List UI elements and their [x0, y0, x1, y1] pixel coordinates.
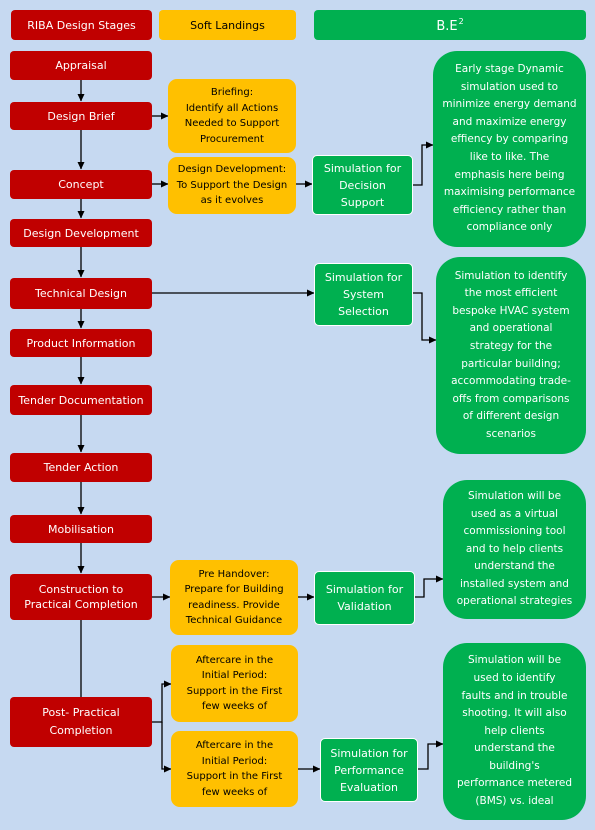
- stage-label: Appraisal: [55, 59, 107, 72]
- description-text: Early stage Dynamic simulation used to m…: [442, 63, 577, 234]
- stage-construction: Construction to Practical Completion: [10, 574, 152, 620]
- simulation-label: Simulation for Decision Support: [323, 161, 402, 209]
- arrow-post-practical-to-aftercare-2: [161, 722, 172, 773]
- stage-design-brief: Design Brief: [10, 102, 152, 130]
- soft-landings-text: Briefing: Identify all Actions Needed to…: [184, 87, 280, 145]
- arrow-post-practical-to-aftercare-1: [152, 680, 172, 723]
- stage-label: Post- Practical Completion: [42, 706, 120, 737]
- soft-landings-text: Aftercare in the Initial Period: Support…: [186, 740, 283, 798]
- soft-landings-aftercare-1: Aftercare in the Initial Period: Support…: [171, 645, 298, 722]
- header-riba-label: RIBA Design Stages: [27, 18, 136, 32]
- stage-technical-design: Technical Design: [10, 278, 152, 309]
- simulation-label: Simulation for Performance Evaluation: [330, 746, 408, 794]
- header-be2: B.E2: [314, 10, 586, 40]
- soft-landings-briefing: Briefing: Identify all Actions Needed to…: [168, 79, 296, 153]
- stage-design-development: Design Development: [10, 219, 152, 247]
- header-be2-superscript: 2: [458, 16, 464, 26]
- header-riba-design-stages: RIBA Design Stages: [11, 10, 152, 40]
- description-performance-evaluation: Simulation will be used to identify faul…: [443, 643, 586, 820]
- arrow-decision-support-to-description: [413, 141, 434, 186]
- simulation-validation: Simulation for Validation: [314, 571, 415, 625]
- stage-label: Design Brief: [47, 109, 115, 123]
- stage-label: Mobilisation: [48, 522, 114, 536]
- stage-product-information: Product Information: [10, 329, 152, 357]
- stage-label: Technical Design: [35, 287, 127, 300]
- stage-tender-action: Tender Action: [10, 453, 152, 482]
- stage-label: Concept: [58, 178, 104, 191]
- description-text: Simulation will be used to identify faul…: [456, 654, 573, 808]
- description-decision-support: Early stage Dynamic simulation used to m…: [433, 51, 586, 247]
- description-system-selection: Simulation to identify the most efficien…: [436, 257, 586, 454]
- stage-post-practical-completion: Post- Practical Completion: [10, 697, 152, 747]
- simulation-label: Simulation for Validation: [325, 583, 404, 613]
- simulation-performance-evaluation: Simulation for Performance Evaluation: [320, 738, 418, 802]
- arrow-performance-evaluation-to-description: [418, 740, 444, 770]
- arrow-validation-to-description: [415, 575, 444, 598]
- stage-label: Tender Documentation: [18, 393, 144, 407]
- stage-appraisal: Appraisal: [10, 51, 152, 80]
- header-be2-base: B.E: [436, 18, 458, 34]
- arrow-system-selection-to-description: [413, 292, 437, 344]
- stage-concept: Concept: [10, 170, 152, 199]
- simulation-decision-support: Simulation for Decision Support: [312, 155, 413, 215]
- stage-mobilisation: Mobilisation: [10, 515, 152, 543]
- simulation-system-selection: Simulation for System Selection: [314, 263, 413, 326]
- description-validation: Simulation will be used as a virtual com…: [443, 480, 586, 619]
- soft-landings-text: Aftercare in the Initial Period: Support…: [186, 654, 283, 713]
- soft-landings-design-development: Design Development: To Support the Desig…: [168, 157, 296, 214]
- header-be2-label: B.E2: [436, 17, 463, 34]
- header-soft-landings: Soft Landings: [159, 10, 296, 40]
- description-text: Simulation to identify the most efficien…: [451, 269, 571, 440]
- stage-label: Design Development: [23, 226, 139, 240]
- simulation-label: Simulation for System Selection: [324, 271, 403, 318]
- stage-label: Construction to Practical Completion: [24, 583, 138, 611]
- stage-label: Product Information: [26, 336, 136, 350]
- soft-landings-aftercare-2: Aftercare in the Initial Period: Support…: [171, 731, 298, 807]
- stage-label: Tender Action: [43, 461, 119, 474]
- header-soft-landings-label: Soft Landings: [190, 18, 265, 32]
- description-text: Simulation will be used as a virtual com…: [456, 489, 573, 608]
- soft-landings-text: Pre Handover: Prepare for Building readi…: [184, 568, 284, 627]
- soft-landings-pre-handover: Pre Handover: Prepare for Building readi…: [170, 560, 298, 635]
- soft-landings-text: Design Development: To Support the Desig…: [176, 164, 288, 207]
- stage-tender-documentation: Tender Documentation: [10, 385, 152, 415]
